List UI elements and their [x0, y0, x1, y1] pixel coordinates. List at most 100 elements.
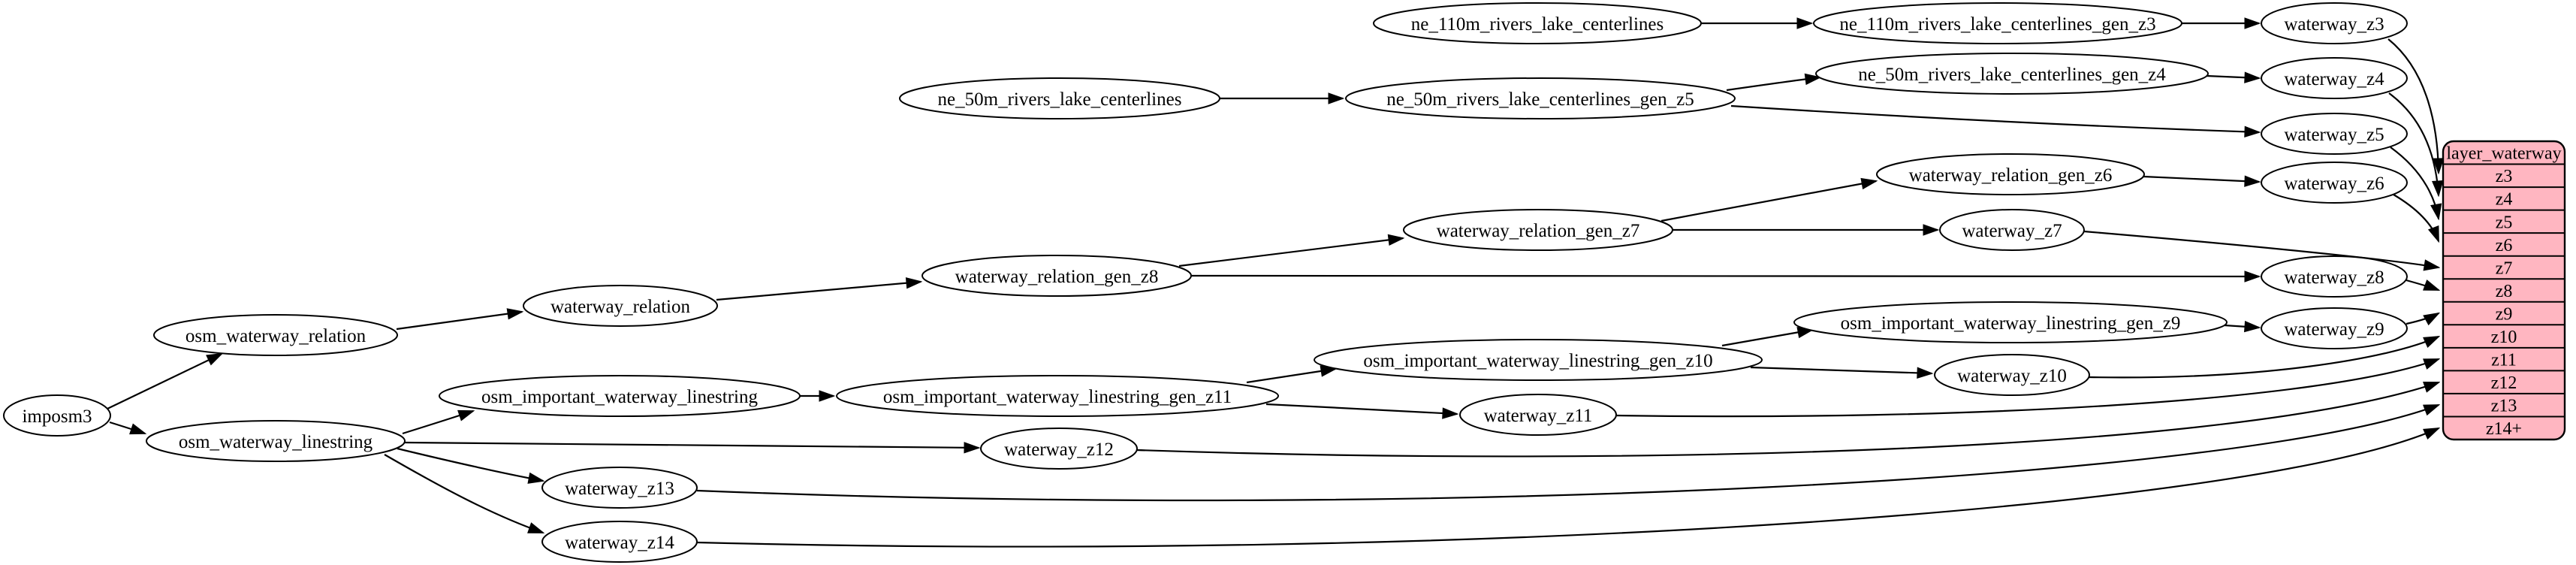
- edge-waterway_z14-to-z14+: [696, 428, 2439, 548]
- node-ellipse-waterway_z12: [980, 428, 1138, 470]
- node-label-waterway_z10: waterway_z10: [1957, 366, 2067, 386]
- edge-waterway_z7-to-z7: [2083, 230, 2439, 267]
- node-ellipse-osm_important_waterway_linestring_gen_z9: [1793, 301, 2228, 343]
- node-ellipse-waterway_z10: [1934, 354, 2090, 396]
- edge-waterway_relation_gen_z6-to-waterway_z6: [2143, 177, 2259, 182]
- record-outline: [2442, 140, 2566, 441]
- node-label-waterway_z7: waterway_z7: [1962, 221, 2062, 241]
- edge-osm_waterway_linestring-to-waterway_z14: [384, 454, 543, 534]
- node-label-osm_waterway_relation: osm_waterway_relation: [186, 326, 366, 346]
- node-ellipse-osm_waterway_linestring: [146, 420, 406, 462]
- edge-ne_50m_rivers_lake_centerlines_gen_z5-to-ne_50m_rivers_lake_centerlines_gen_z4: [1726, 77, 1820, 92]
- edge-osm_important_waterway_linestring_gen_z11-to-osm_important_waterway_linestring_gen_z10: [1246, 369, 1335, 384]
- edge-waterway_z6-to-z6: [2393, 194, 2440, 241]
- edge-waterway_z12-to-z12: [1136, 381, 2439, 458]
- edge-waterway_z5-to-z5: [2390, 147, 2439, 219]
- node-ellipse-ne_110m_rivers_lake_centerlines_gen_z3: [1813, 2, 2182, 44]
- edge-osm_waterway_linestring-to-osm_important_waterway_linestring: [402, 411, 473, 435]
- edge-osm_important_waterway_linestring_gen_z10-to-waterway_z10: [1750, 366, 1932, 373]
- edge-waterway_z9-to-z9: [2406, 313, 2439, 324]
- node-label-osm_waterway_linestring: osm_waterway_linestring: [179, 432, 373, 452]
- edge-osm_waterway_relation-to-waterway_relation: [396, 312, 522, 331]
- record-row-z11: z11: [2491, 351, 2517, 370]
- node-label-ne_50m_rivers_lake_centerlines_gen_z5: ne_50m_rivers_lake_centerlines_gen_z5: [1386, 89, 1694, 110]
- node-label-osm_important_waterway_linestring: osm_important_waterway_linestring: [481, 387, 758, 407]
- node-label-waterway_z12: waterway_z12: [1004, 440, 1114, 460]
- node-label-waterway_z4: waterway_z4: [2284, 69, 2384, 89]
- node-waterway_z9: waterway_z9: [2261, 307, 2408, 349]
- node-osm_important_waterway_linestring_gen_z9: osm_important_waterway_linestring_gen_z9: [1793, 301, 2228, 343]
- node-ellipse-ne_50m_rivers_lake_centerlines_gen_z4: [1815, 53, 2209, 95]
- node-label-waterway_relation_gen_z6: waterway_relation_gen_z6: [1909, 165, 2113, 186]
- edge-waterway_z11-to-z11: [1615, 358, 2439, 418]
- node-ellipse-waterway_relation_gen_z7: [1403, 209, 1673, 251]
- record-layer-waterway: layer_waterwayz3z4z5z6z7z8z9z10z11z12z13…: [2442, 140, 2566, 441]
- node-waterway_z7: waterway_z7: [1939, 209, 2085, 251]
- node-ellipse-ne_50m_rivers_lake_centerlines_gen_z5: [1345, 77, 1736, 119]
- node-label-waterway_z14: waterway_z14: [565, 533, 674, 553]
- edge-ne_50m_rivers_lake_centerlines_gen_z4-to-waterway_z4: [2206, 76, 2259, 78]
- edge-waterway_z8-to-z8: [2406, 279, 2439, 292]
- node-label-waterway_z3: waterway_z3: [2284, 14, 2384, 35]
- node-label-ne_50m_rivers_lake_centerlines_gen_z4: ne_50m_rivers_lake_centerlines_gen_z4: [1858, 65, 2166, 85]
- node-ne_110m_rivers_lake_centerlines_gen_z3: ne_110m_rivers_lake_centerlines_gen_z3: [1813, 2, 2182, 44]
- node-waterway_relation_gen_z6: waterway_relation_gen_z6: [1876, 153, 2145, 195]
- node-waterway_z3: waterway_z3: [2261, 2, 2408, 44]
- node-ellipse-waterway_z5: [2261, 113, 2408, 155]
- edge-waterway_z13-to-z13: [696, 403, 2439, 502]
- node-ellipse-waterway_z3: [2261, 2, 2408, 44]
- record-row-z12: z12: [2491, 373, 2517, 393]
- node-waterway_z5: waterway_z5: [2261, 113, 2408, 155]
- node-label-waterway_relation_gen_z7: waterway_relation_gen_z7: [1437, 221, 1640, 241]
- node-ellipse-waterway_z8: [2261, 255, 2408, 298]
- node-label-ne_110m_rivers_lake_centerlines: ne_110m_rivers_lake_centerlines: [1411, 14, 1664, 35]
- node-ellipse-osm_important_waterway_linestring: [439, 375, 801, 417]
- node-label-waterway_z6: waterway_z6: [2284, 174, 2384, 194]
- record-row-z3: z3: [2496, 167, 2513, 186]
- node-label-waterway_z5: waterway_z5: [2284, 125, 2384, 145]
- node-ellipse-waterway_z4: [2261, 57, 2408, 99]
- node-waterway_z8: waterway_z8: [2261, 255, 2408, 298]
- node-ellipse-ne_110m_rivers_lake_centerlines: [1373, 2, 1702, 44]
- node-imposm3: imposm3: [3, 394, 111, 437]
- node-label-waterway_z11: waterway_z11: [1484, 406, 1593, 426]
- node-label-osm_important_waterway_linestring_gen_z11: osm_important_waterway_linestring_gen_z1…: [883, 387, 1232, 407]
- node-label-waterway_relation: waterway_relation: [550, 297, 691, 317]
- node-waterway_z10: waterway_z10: [1934, 354, 2090, 396]
- record-row-z5: z5: [2496, 213, 2513, 232]
- node-waterway_relation_gen_z8: waterway_relation_gen_z8: [922, 255, 1192, 297]
- node-waterway_z12: waterway_z12: [980, 428, 1138, 470]
- node-osm_waterway_relation: osm_waterway_relation: [153, 314, 398, 356]
- node-label-ne_50m_rivers_lake_centerlines: ne_50m_rivers_lake_centerlines: [938, 89, 1182, 110]
- edge-waterway_relation_gen_z7-to-waterway_relation_gen_z6: [1661, 181, 1876, 222]
- edge-waterway_z3-to-z3: [2387, 38, 2439, 173]
- edge-waterway_relation_gen_z8-to-waterway_relation_gen_z7: [1178, 238, 1403, 267]
- node-label-osm_important_waterway_linestring_gen_z10: osm_important_waterway_linestring_gen_z1…: [1363, 351, 1712, 371]
- node-label-waterway_z8: waterway_z8: [2284, 267, 2384, 288]
- node-label-imposm3: imposm3: [22, 406, 92, 427]
- node-ellipse-osm_important_waterway_linestring_gen_z11: [836, 375, 1279, 417]
- node-ne_50m_rivers_lake_centerlines_gen_z5: ne_50m_rivers_lake_centerlines_gen_z5: [1345, 77, 1736, 119]
- edge-waterway_relation-to-waterway_relation_gen_z8: [716, 282, 921, 301]
- node-ellipse-imposm3: [3, 394, 111, 437]
- node-osm_waterway_linestring: osm_waterway_linestring: [146, 420, 406, 462]
- node-label-ne_110m_rivers_lake_centerlines_gen_z3: ne_110m_rivers_lake_centerlines_gen_z3: [1839, 14, 2155, 35]
- node-ne_110m_rivers_lake_centerlines: ne_110m_rivers_lake_centerlines: [1373, 2, 1702, 44]
- node-waterway_relation_gen_z7: waterway_relation_gen_z7: [1403, 209, 1673, 251]
- node-ellipse-waterway_z6: [2261, 162, 2408, 204]
- node-ellipse-waterway_z13: [541, 467, 698, 509]
- node-label-osm_important_waterway_linestring_gen_z9: osm_important_waterway_linestring_gen_z9: [1841, 313, 2181, 334]
- record-row-z4: z4: [2496, 190, 2513, 210]
- node-osm_important_waterway_linestring_gen_z11: osm_important_waterway_linestring_gen_z1…: [836, 375, 1279, 417]
- record-row-z7: z7: [2496, 258, 2513, 278]
- node-ellipse-osm_waterway_relation: [153, 314, 398, 356]
- edge-osm_important_waterway_linestring_gen_z10-to-osm_important_waterway_linestring_gen_z9: [1721, 330, 1812, 347]
- edge-ne_50m_rivers_lake_centerlines_gen_z5-to-waterway_z5: [1730, 104, 2259, 132]
- node-ellipse-waterway_relation_gen_z6: [1876, 153, 2145, 195]
- node-label-waterway_relation_gen_z8: waterway_relation_gen_z8: [955, 267, 1159, 287]
- edge-osm_important_waterway_linestring_gen_z9-to-waterway_z9: [2224, 325, 2259, 328]
- node-ne_50m_rivers_lake_centerlines: ne_50m_rivers_lake_centerlines: [899, 77, 1220, 119]
- node-ellipse-waterway_z9: [2261, 307, 2408, 349]
